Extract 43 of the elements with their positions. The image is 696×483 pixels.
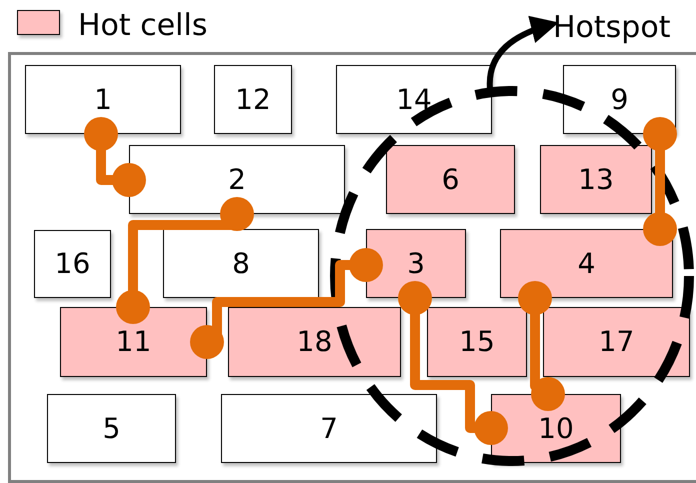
cell-number: 11 [116, 328, 152, 356]
cell-number: 9 [610, 86, 628, 114]
cell-number: 6 [442, 166, 460, 194]
cell-box [427, 307, 527, 377]
cell-number: 17 [598, 328, 634, 356]
cell-box [221, 394, 437, 463]
cell-number: 16 [54, 250, 90, 278]
connector-line [398, 281, 508, 445]
cell-box [25, 65, 181, 134]
cell-box [129, 145, 345, 214]
cell-number: 4 [578, 250, 596, 278]
cell-box [500, 229, 673, 298]
cell-box [214, 65, 292, 134]
cell-number: 1 [94, 86, 112, 114]
cell-number: 3 [407, 250, 425, 278]
cell-box [47, 394, 176, 463]
connector-line [190, 248, 383, 359]
cell-number: 18 [296, 328, 332, 356]
cell-box [34, 230, 111, 298]
cell-number: 5 [102, 414, 120, 442]
cell-box [543, 307, 690, 377]
cell-box [228, 307, 401, 377]
connector-line [518, 281, 565, 411]
cell-number: 15 [459, 328, 495, 356]
connector-line [643, 117, 677, 246]
cell-number: 7 [320, 414, 338, 442]
grid-frame [8, 52, 696, 483]
cell-number: 10 [538, 414, 574, 442]
cell-number: 14 [396, 86, 432, 114]
cell-box [163, 229, 319, 298]
cell-box [336, 65, 492, 134]
cell-number: 8 [232, 250, 250, 278]
cell-box [540, 145, 652, 214]
cell-number: 13 [578, 166, 614, 194]
cell-box [60, 307, 207, 377]
connector-line [116, 197, 254, 324]
connector-line [84, 117, 146, 197]
arrow [486, 16, 559, 90]
legend-label: Hot cells [78, 8, 208, 44]
cell-number: 2 [228, 166, 246, 194]
cell-number: 12 [235, 86, 271, 114]
hotspot-label: Hotspot [553, 10, 693, 50]
cell-box [386, 145, 515, 214]
